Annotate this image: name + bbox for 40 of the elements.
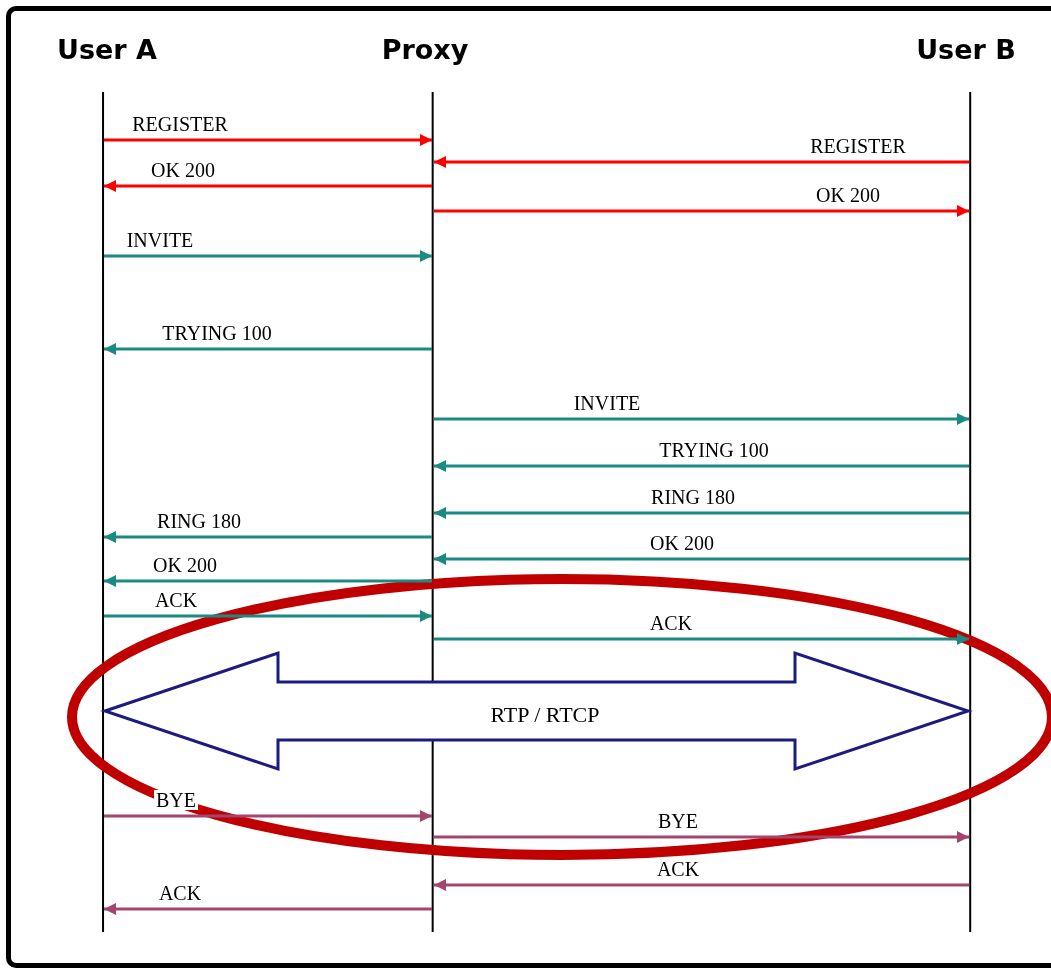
edge-label: ACK (654, 859, 702, 879)
message-arrow (104, 531, 432, 543)
edge-label: ACK (152, 590, 200, 610)
participant-label: User A (57, 34, 157, 67)
message-arrow (434, 553, 969, 565)
edge-label: OK 200 (151, 555, 219, 575)
participant-label: User B (916, 34, 1016, 67)
edge-label: REGISTER (808, 136, 908, 156)
message-arrow (104, 610, 432, 622)
edge-label: TRYING 100 (657, 440, 771, 460)
message-arrow (434, 413, 969, 425)
message-arrow (104, 810, 432, 822)
edge-label: TRYING 100 (160, 323, 274, 343)
edge-label: RING 180 (649, 487, 737, 507)
message-arrow (434, 831, 969, 843)
message-arrow (104, 903, 432, 915)
message-arrow (104, 250, 432, 262)
message-arrow (434, 156, 969, 168)
message-arrow (104, 134, 432, 146)
edge-label: BYE (656, 811, 700, 831)
message-arrow (434, 507, 969, 519)
message-arrow (434, 460, 969, 472)
edge-label: INVITE (571, 393, 643, 413)
participant-label: Proxy (381, 34, 469, 67)
edge-label: BYE (154, 790, 198, 810)
edge-label: REGISTER (130, 114, 230, 134)
message-arrow (104, 575, 432, 587)
edge-label: RING 180 (155, 511, 243, 531)
message-arrow (434, 633, 969, 645)
message-arrow (104, 180, 432, 192)
message-arrow (434, 879, 969, 891)
edge-label: OK 200 (814, 185, 882, 205)
message-arrow (104, 343, 432, 355)
edge-label: OK 200 (149, 160, 217, 180)
edge-label: INVITE (124, 230, 196, 250)
double-block-arrow (100, 650, 973, 772)
message-arrow (434, 205, 969, 217)
edge-label: OK 200 (648, 533, 716, 553)
edge-label: ACK (156, 883, 204, 903)
edge-label: ACK (647, 613, 695, 633)
